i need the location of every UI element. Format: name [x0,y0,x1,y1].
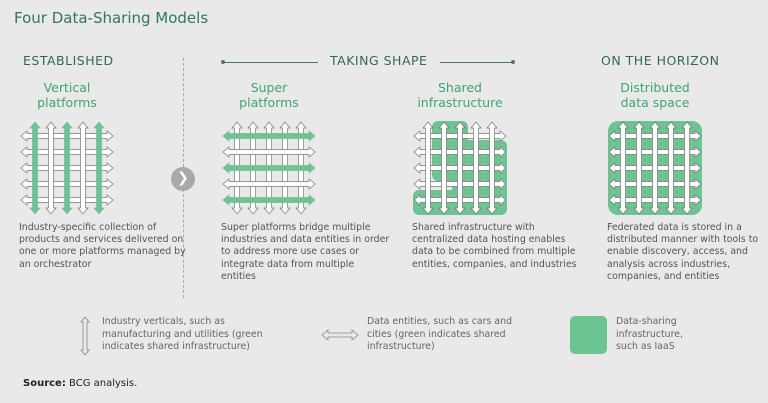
vertical-arrow [633,121,645,215]
horizontal-arrow [222,162,316,174]
vertical-arrow [617,121,629,215]
legend-infra-text: Data-sharing infrastructure, such as Iaa… [616,316,683,352]
model-title: Distributed data space [620,80,690,110]
model-description: Industry-specific collection of products… [19,222,186,270]
vertical-arrow [93,121,105,215]
model-description: Shared infrastructure with centralized d… [412,222,577,270]
model-title: Shared infrastructure [417,80,503,110]
model-title: Super platforms [239,80,299,110]
source-text: BCG analysis. [65,378,138,389]
vertical-arrow [454,121,466,215]
model-title: Vertical platforms [37,80,97,110]
next-chevron-icon: ❯ [171,167,195,191]
vertical-arrow [649,121,661,215]
horizontal-arrow-icon [321,329,359,341]
stage-line [223,62,318,63]
horizontal-arrow [222,146,316,158]
vertical-arrow [681,121,693,215]
vertical-arrow [438,121,450,215]
horizontal-arrow [222,178,316,190]
legend-horizontal-text: Data entities, such as cars and cities (… [367,316,513,352]
infrastructure-swatch [570,316,607,354]
page-title: Four Data-Sharing Models [14,9,209,27]
horizontal-arrow [222,130,316,142]
vertical-arrow [470,121,482,215]
model-diagram [222,121,316,215]
vertical-arrow [665,121,677,215]
vertical-arrow [422,121,434,215]
stage-horizon: ON THE HORIZON [601,53,720,68]
horizontal-arrow [222,194,316,206]
model-diagram [20,121,114,215]
vertical-arrow [61,121,73,215]
vertical-arrow [77,121,89,215]
stage-established: ESTABLISHED [23,53,114,68]
vertical-arrow [486,121,498,215]
line-dot [511,60,515,64]
stage-taking-shape: TAKING SHAPE [330,53,428,68]
model-description: Super platforms bridge multiple industri… [221,222,390,282]
model-diagram [608,121,702,215]
vertical-arrow-icon [80,316,90,356]
legend-vertical-text: Industry verticals, such as manufacturin… [102,316,263,352]
source-note: Source: BCG analysis. [23,378,137,389]
model-diagram [413,121,507,215]
source-label: Source: [23,378,66,389]
vertical-arrow [45,121,57,215]
vertical-arrow [29,121,41,215]
model-description: Federated data is stored in a distribute… [607,222,759,282]
stage-line [440,62,512,63]
